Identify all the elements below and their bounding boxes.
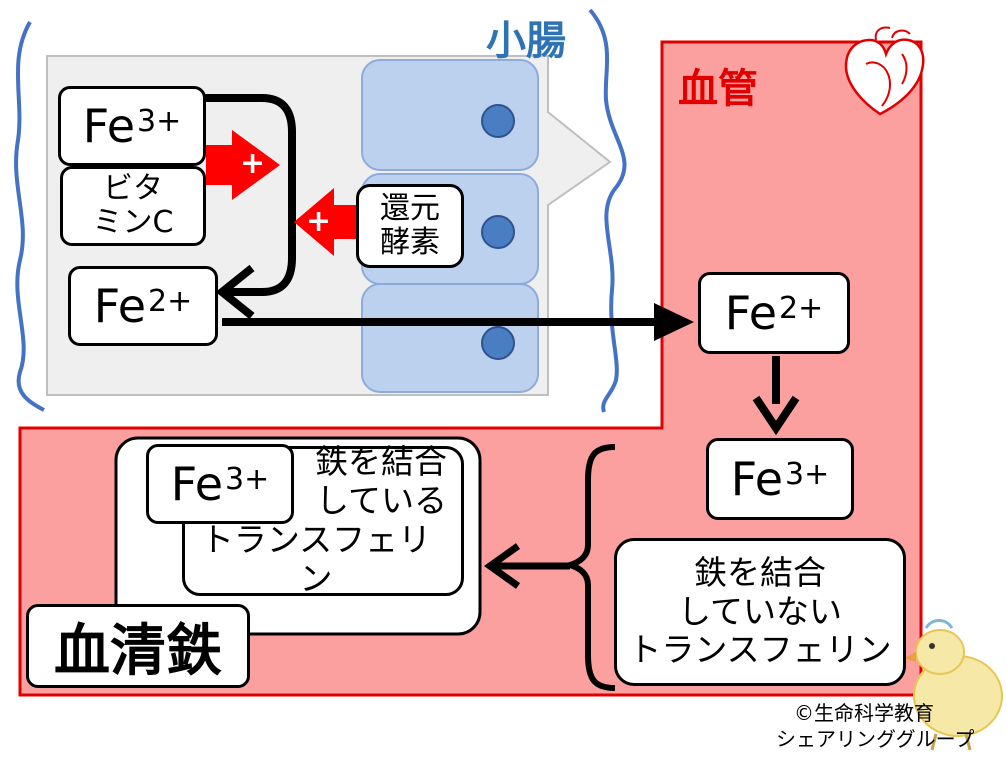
intestine-label: 小腸 — [486, 18, 566, 64]
binding-arrowhead — [483, 543, 521, 589]
unbound-transferrin-line: 鉄を結合 — [694, 552, 826, 592]
oxidation-arrowhead — [752, 395, 800, 436]
heart-icon — [844, 26, 925, 116]
reductase-line: 還元 — [380, 191, 440, 227]
fe-symbol: Fe — [724, 286, 777, 340]
unbound-transferrin-line: していない — [677, 591, 842, 631]
fe-symbol: Fe — [93, 279, 146, 333]
fe-charge: 3+ — [225, 462, 270, 497]
vitamin-c-line: ミンC — [92, 205, 174, 240]
intestinal-cell — [361, 59, 539, 171]
intestinal-cell — [361, 283, 539, 393]
vitamin-c-plus-sign: + — [240, 146, 266, 181]
intestine-brace-left — [14, 20, 45, 412]
vitamin-c-line: ビタ — [103, 171, 163, 207]
fe-symbol: Fe — [82, 99, 135, 153]
fe-symbol: Fe — [730, 452, 783, 506]
unbound-transferrin-line: トランスフェリン — [628, 630, 892, 670]
enzyme-plus-sign: + — [306, 204, 332, 239]
fe-symbol: Fe — [170, 457, 223, 511]
credit-line: ©生命科学教育 — [794, 701, 934, 725]
cell-nucleus — [481, 104, 515, 138]
copyright-credit: ©生命科学教育 シェアリンググループ — [776, 700, 974, 752]
reduction-arrowhead — [215, 264, 255, 320]
vitamin-c-plus-arrow — [206, 130, 280, 200]
bound-transferrin-line: している — [315, 481, 447, 521]
intestine-brace-right — [588, 8, 627, 413]
unbound-transferrin-box: 鉄を結合 していない トランスフェリン — [614, 538, 906, 686]
absorption-arrowhead — [654, 303, 694, 341]
reductase-box: 還元 酵素 — [356, 184, 464, 268]
fe-charge: 3+ — [785, 457, 830, 492]
fe-charge: 3+ — [137, 104, 182, 139]
cell-nucleus — [481, 326, 515, 360]
reductase-line: 酵素 — [380, 225, 440, 260]
bound-transferrin-line: 鉄を結合 — [315, 442, 447, 482]
blood-vessel-label: 血管 — [678, 66, 758, 112]
fe-charge: 2+ — [148, 284, 193, 319]
serum-iron-label: 血清鉄 — [26, 604, 250, 688]
chick-illustration — [904, 619, 1003, 751]
bound-transferrin-line: トランスフェリン — [200, 520, 432, 598]
reduction-arrow — [205, 94, 296, 296]
fe-charge: 2+ — [779, 291, 824, 326]
credit-line: シェアリンググループ — [776, 727, 975, 751]
enzyme-plus-arrow — [294, 188, 356, 256]
vitamin-c-box: ビタ ミンC — [60, 166, 206, 246]
cell-nucleus — [481, 215, 515, 249]
